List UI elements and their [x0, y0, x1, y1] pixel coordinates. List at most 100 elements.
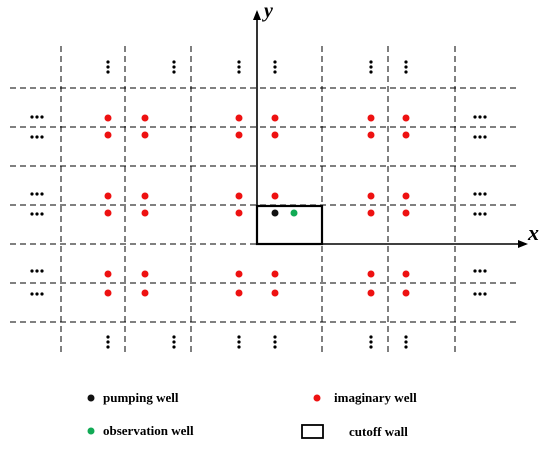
ellipsis-dot — [478, 292, 482, 296]
ellipsis-dot — [483, 212, 487, 216]
pumping-well — [271, 209, 279, 217]
vertical-ellipsis — [369, 60, 373, 74]
ellipsis-dot — [483, 115, 487, 119]
ellipsis-dot — [106, 335, 110, 339]
ellipsis-dot — [404, 345, 408, 349]
imaginary-well — [235, 131, 243, 139]
ellipsis-dot — [369, 340, 373, 344]
ellipsis-dot — [30, 292, 34, 296]
ellipsis-dot — [237, 70, 241, 74]
ellipsis-dot — [30, 115, 34, 119]
imaginary-well — [367, 192, 375, 200]
ellipsis-dot — [172, 340, 176, 344]
ellipsis-dot — [273, 345, 277, 349]
imaginary-well — [141, 114, 149, 122]
horizontal-ellipsis — [473, 269, 487, 273]
imaginary-well — [141, 131, 149, 139]
ellipsis-dot — [478, 269, 482, 273]
ellipsis-dot — [40, 269, 44, 273]
horizontal-ellipsis — [30, 192, 44, 196]
horizontal-ellipsis — [30, 292, 44, 296]
imaginary-well — [141, 209, 149, 217]
ellipsis-dot — [30, 212, 34, 216]
ellipsis-dot — [473, 135, 477, 139]
vertical-ellipsis — [172, 335, 176, 349]
vertical-ellipsis — [273, 335, 277, 349]
ellipsis-dot — [483, 192, 487, 196]
ellipsis-dot — [40, 192, 44, 196]
imaginary-well — [402, 289, 410, 297]
ellipsis-dot — [478, 115, 482, 119]
ellipsis-dot — [30, 135, 34, 139]
vertical-ellipsis — [106, 60, 110, 74]
ellipsis-dot — [106, 65, 110, 69]
ellipsis-dot — [369, 65, 373, 69]
ellipsis-dot — [106, 340, 110, 344]
vertical-ellipsis — [237, 60, 241, 74]
ellipsis-dot — [404, 70, 408, 74]
legend-observation-well-marker — [87, 427, 95, 435]
ellipsis-dot — [172, 60, 176, 64]
ellipsis-dot — [473, 192, 477, 196]
ellipsis-dot — [483, 292, 487, 296]
vertical-ellipsis — [237, 335, 241, 349]
ellipsis-dot — [106, 345, 110, 349]
ellipsis-dot — [473, 115, 477, 119]
imaginary-well — [271, 289, 279, 297]
ellipsis-dot — [40, 115, 44, 119]
imaginary-well — [104, 114, 112, 122]
ellipsis-dot — [35, 115, 39, 119]
imaginary-well — [367, 209, 375, 217]
legend-cutoff-wall-marker — [301, 424, 324, 439]
ellipsis-dot — [237, 335, 241, 339]
ellipsis-dot — [404, 335, 408, 339]
imaginary-well — [235, 192, 243, 200]
ellipsis-dot — [483, 269, 487, 273]
ellipsis-dot — [404, 65, 408, 69]
imaginary-well — [402, 114, 410, 122]
imaginary-well — [235, 209, 243, 217]
ellipsis-dot — [404, 340, 408, 344]
legend: pumping well imaginary well observation … — [87, 390, 417, 439]
ellipsis-dot — [483, 135, 487, 139]
horizontal-ellipsis — [473, 135, 487, 139]
ellipsis-dot — [237, 65, 241, 69]
imaginary-well — [367, 131, 375, 139]
legend-observation-well-label: observation well — [103, 423, 194, 438]
imaginary-well — [402, 192, 410, 200]
legend-imaginary-well-marker — [313, 394, 321, 402]
ellipsis-dot — [30, 192, 34, 196]
observation-well — [290, 209, 298, 217]
x-axis-label: x — [527, 220, 539, 245]
ellipsis-dot — [172, 65, 176, 69]
ellipsis-dot — [404, 60, 408, 64]
imaginary-well — [402, 131, 410, 139]
legend-pumping-well-label: pumping well — [103, 390, 179, 405]
imaginary-well — [402, 209, 410, 217]
horizontal-ellipsis — [30, 135, 44, 139]
imaginary-well — [141, 192, 149, 200]
imaginary-well — [104, 289, 112, 297]
y-axis-label: y — [262, 0, 273, 22]
imaginary-well — [271, 131, 279, 139]
vertical-ellipsis — [404, 335, 408, 349]
ellipsis-dot — [273, 70, 277, 74]
vertical-ellipsis — [273, 60, 277, 74]
ellipsis-dot — [237, 345, 241, 349]
ellipsis-dot — [35, 292, 39, 296]
imaginary-well — [104, 131, 112, 139]
ellipsis-dot — [237, 340, 241, 344]
horizontal-ellipsis — [473, 115, 487, 119]
ellipsis-dot — [40, 292, 44, 296]
imaginary-well — [271, 270, 279, 278]
imaginary-well — [271, 114, 279, 122]
ellipsis-dot — [369, 70, 373, 74]
imaginary-well — [367, 289, 375, 297]
imaginary-well — [235, 114, 243, 122]
cutoff-wall-rect — [255, 204, 324, 246]
vertical-ellipsis — [369, 335, 373, 349]
imaginary-well — [104, 209, 112, 217]
imaginary-well — [271, 192, 279, 200]
